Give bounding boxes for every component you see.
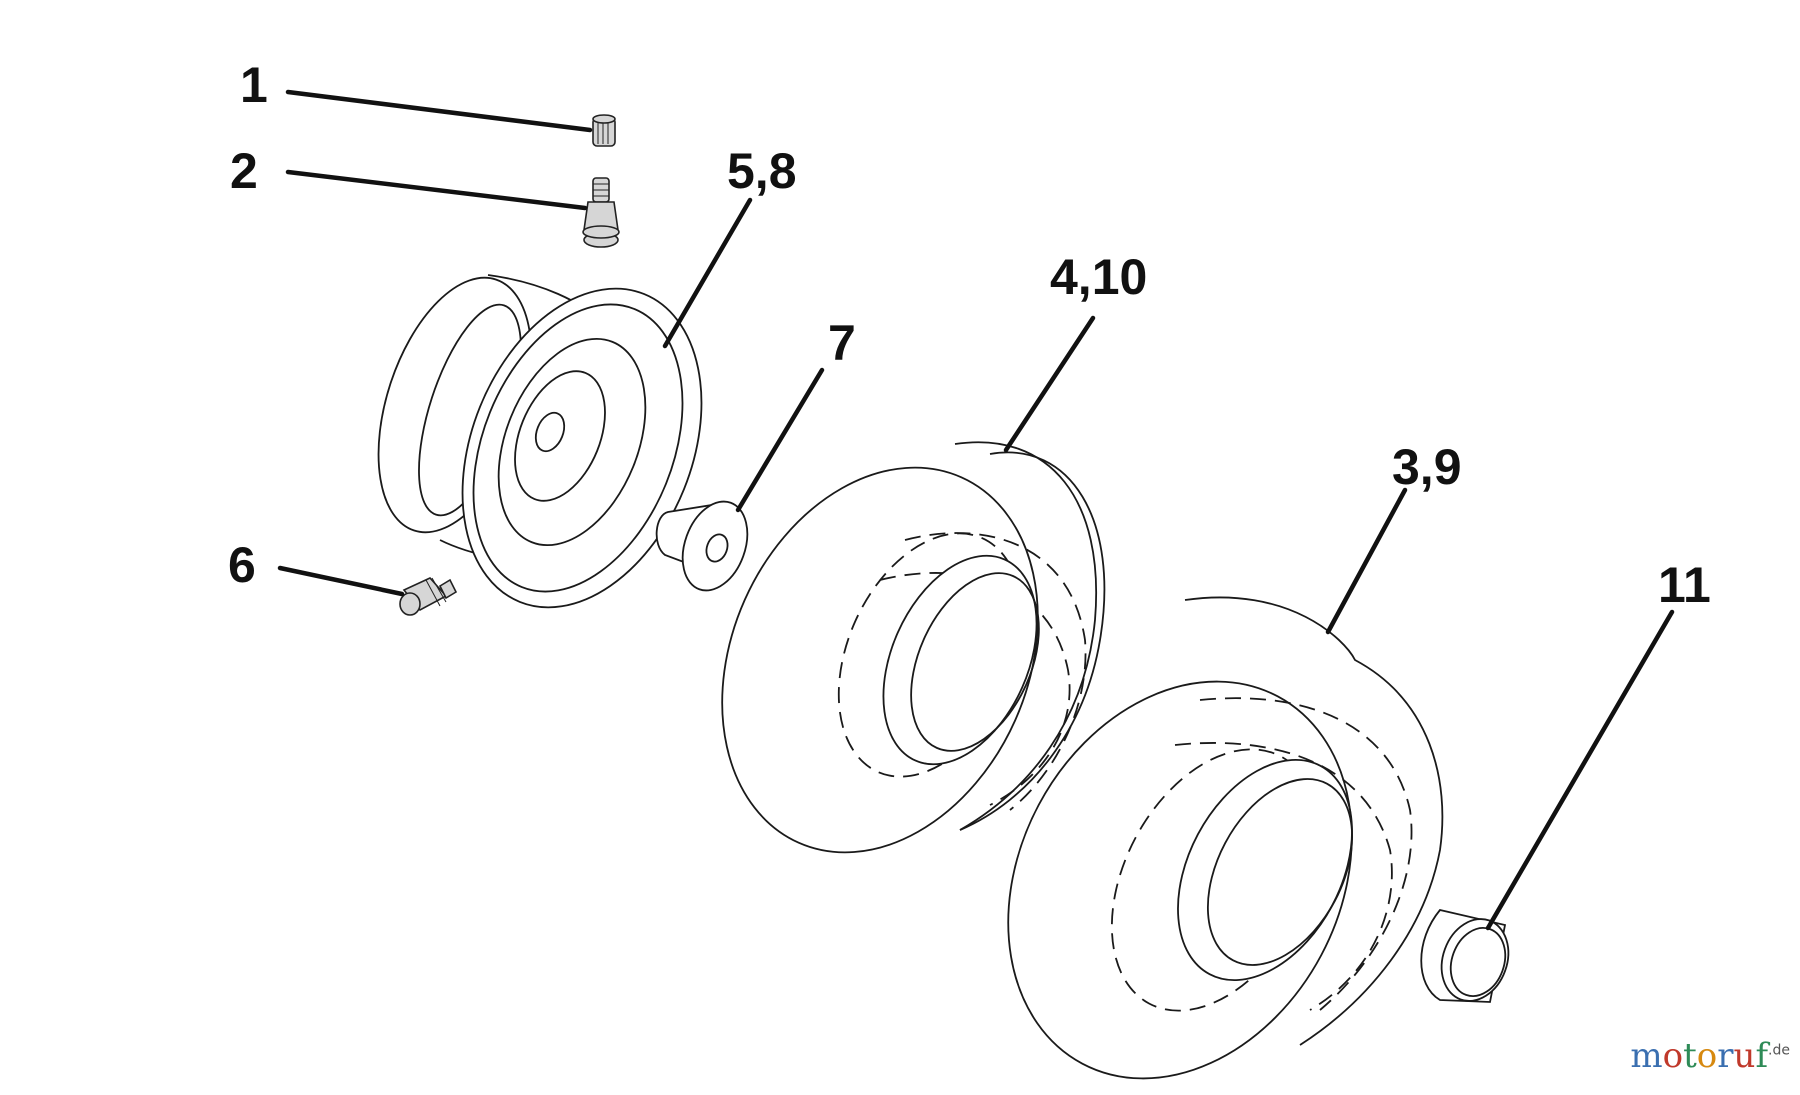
callout-1: 1	[240, 57, 268, 113]
tire-second	[1007, 596, 1444, 1080]
callout-7: 7	[828, 315, 856, 371]
bushing	[655, 500, 749, 592]
callout-4-10: 4,10	[1050, 249, 1147, 305]
callout-6: 6	[228, 537, 256, 593]
callout-5-8: 5,8	[727, 143, 797, 199]
tire	[721, 441, 1106, 854]
leader-line-4-10	[1003, 315, 1096, 453]
leader-line-11	[1485, 609, 1675, 931]
valve-cap	[592, 114, 616, 147]
wheel-rim	[377, 274, 703, 609]
leader-line-3-9	[1325, 487, 1408, 635]
callout-3-9: 3,9	[1392, 439, 1462, 495]
leader-line-7	[735, 367, 825, 513]
leader-line-5-8	[662, 197, 753, 349]
grease-fitting	[399, 577, 458, 616]
callout-2: 2	[230, 143, 258, 199]
leader-line-2	[285, 169, 588, 211]
valve-stem	[582, 177, 620, 248]
leader-line-1	[285, 89, 593, 133]
leader-line-6	[277, 565, 405, 597]
callout-11: 11	[1658, 557, 1711, 613]
watermark-logo: motoruf.de	[1630, 1036, 1790, 1076]
hub-cap	[1420, 908, 1510, 1003]
